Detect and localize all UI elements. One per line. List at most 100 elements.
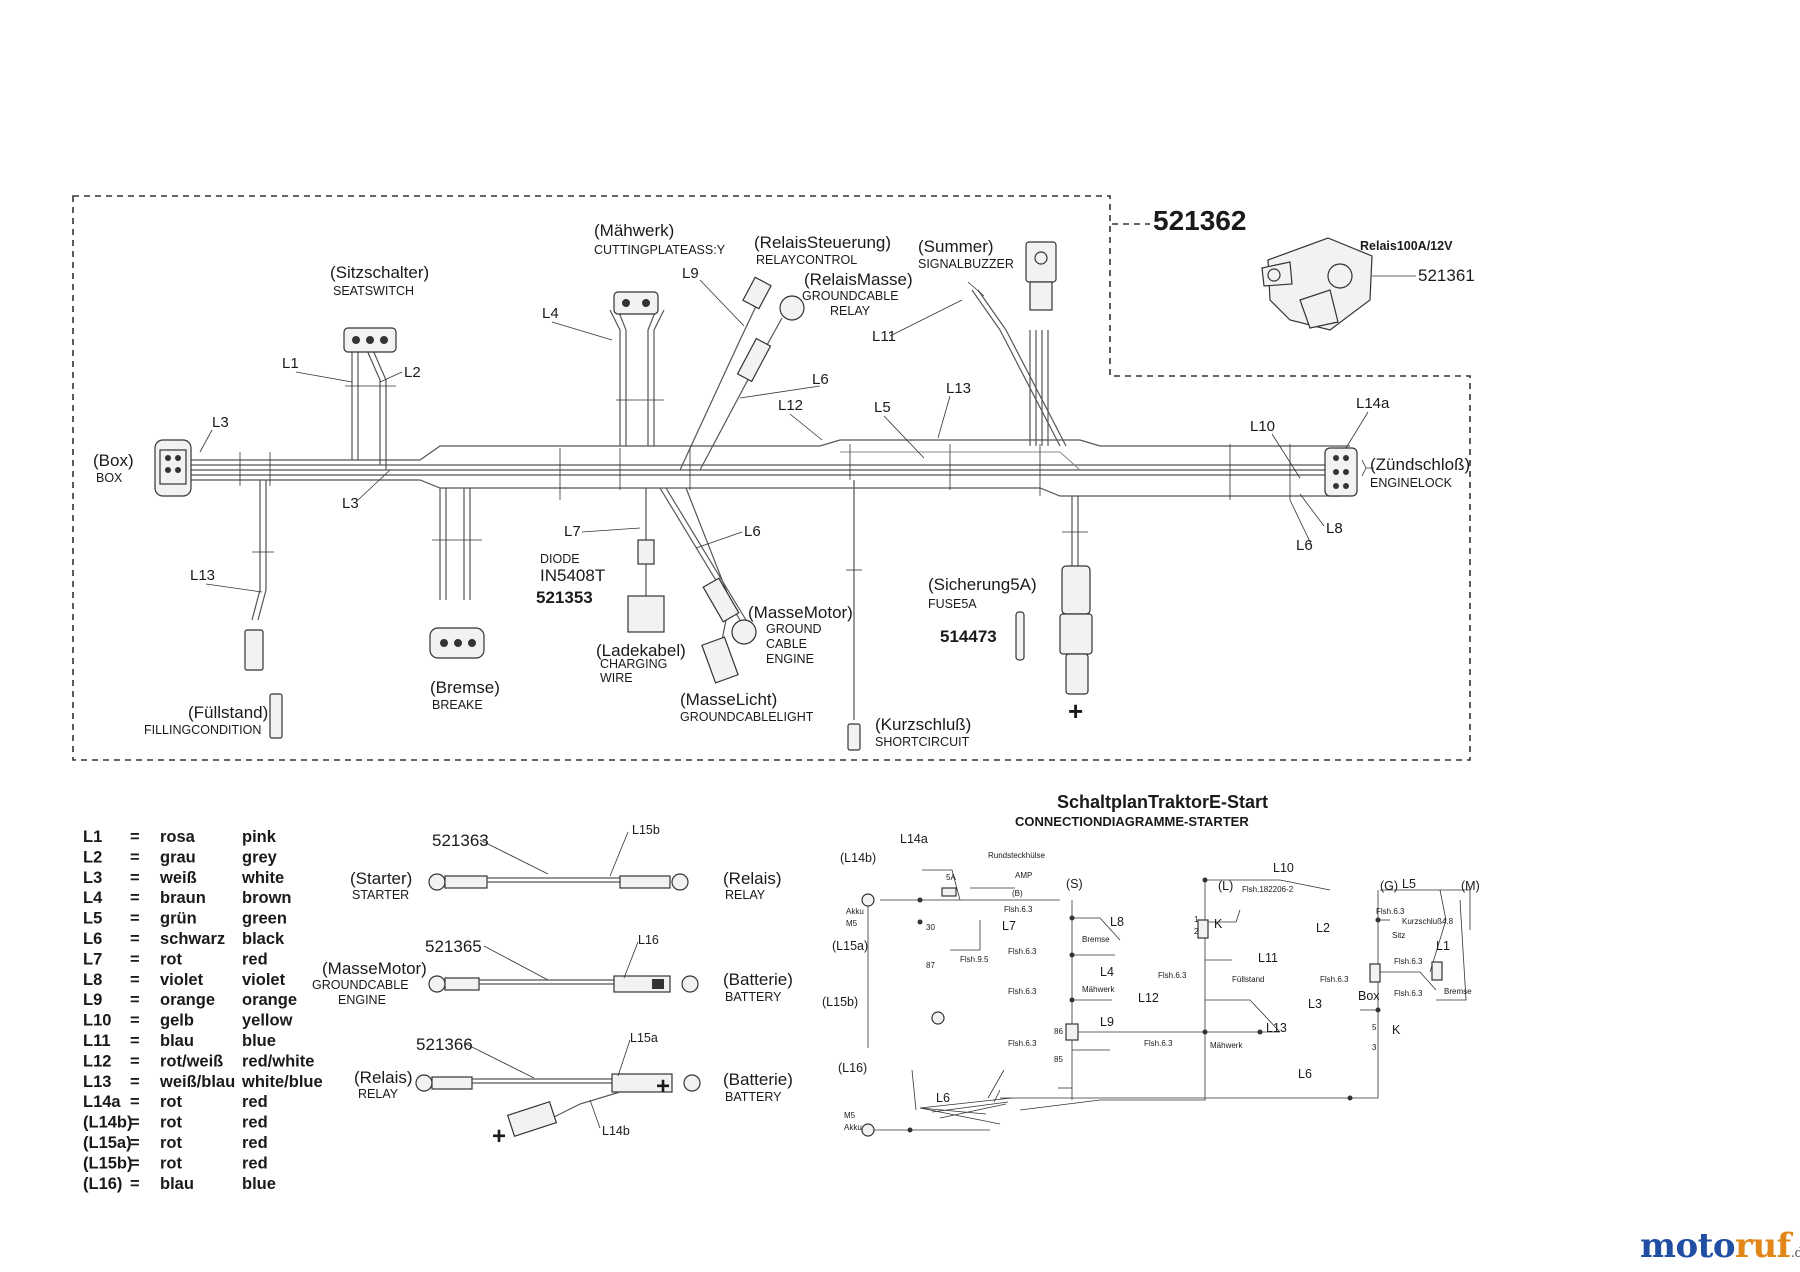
seatswitch-branch: [343, 327, 397, 470]
cable-521365: [428, 941, 699, 993]
ignition-label-de: (Zündschloß): [1370, 455, 1470, 474]
relay-spec: Relais100A/12V: [1360, 239, 1453, 253]
cable1-right-en: RELAY: [725, 888, 766, 902]
harness-ticks: [239, 444, 1291, 500]
legend-de: weiß: [159, 869, 197, 887]
brake-label-de: (Bremse): [430, 678, 500, 697]
legend-eq: =: [130, 1093, 140, 1111]
tag-L8: L8: [1326, 520, 1343, 537]
legend-en: red/white: [242, 1052, 314, 1070]
legend-de: rot: [160, 1134, 183, 1152]
sch-maehwerk2: Mähwerk: [1210, 1041, 1243, 1050]
legend-eq: =: [130, 1012, 140, 1030]
brand-tld: .de: [1790, 1246, 1800, 1261]
sch-fl7: Flsh.6.3: [1376, 907, 1405, 916]
legend-en: grey: [242, 848, 278, 866]
sch-rund: Rundsteckhülse: [988, 851, 1045, 860]
cable2-left-en1: GROUNDCABLE: [312, 978, 409, 992]
legend-eq: =: [130, 1175, 140, 1193]
sch-fl182: Flsh.182206-2: [1242, 885, 1294, 894]
shortcircuit-branch: [846, 480, 862, 751]
mower-branch: [609, 291, 665, 446]
sch-kurz: Kurzschluß4.8: [1402, 917, 1454, 926]
cable2-right-en: BATTERY: [725, 990, 782, 1004]
sch-L1: L1: [1436, 939, 1450, 953]
legend-en: brown: [242, 889, 292, 907]
legend-code: L14a: [83, 1093, 121, 1111]
cable3-right-de: (Batterie): [723, 1070, 793, 1089]
legend-eq: =: [130, 828, 140, 846]
diode-label: DIODE: [540, 552, 580, 566]
legend-code: (L16): [83, 1175, 122, 1193]
relay-part-number: 521361: [1418, 266, 1475, 285]
sch-L13: L13: [1266, 1021, 1287, 1035]
seatswitch-label-en: SEATSWITCH: [333, 284, 414, 298]
sch-box: Box: [1358, 989, 1380, 1003]
sch-l15a: (L15a): [832, 939, 868, 953]
tag-L9: L9: [682, 265, 699, 282]
chargecable-label-de: (Ladekabel): [596, 641, 686, 660]
chargecable-label-en2: WIRE: [600, 671, 633, 685]
cable1-wire: L15b: [632, 823, 660, 837]
tag-L5: L5: [874, 399, 891, 416]
tag-L11: L11: [872, 328, 896, 345]
mower-label-en: CUTTINGPLATEASS:Y: [594, 243, 726, 257]
sch-L10: L10: [1273, 861, 1294, 875]
sch-n30: 30: [926, 923, 935, 932]
schematic-title: SchaltplanTraktorE-Start: [1057, 792, 1268, 812]
diode-branch: [627, 487, 739, 684]
sch-fl3: Flsh.6.3: [1008, 987, 1037, 996]
relaycontrol-label-de: (RelaisSteuerung): [754, 233, 891, 252]
sch-fl6: Flsh.6.3: [1144, 1039, 1173, 1048]
sch-g: (G): [1380, 879, 1398, 893]
chargecable-label-en1: CHARGING: [600, 657, 667, 671]
legend-en: red: [242, 1093, 268, 1111]
legend-en: violet: [242, 971, 286, 989]
cable1-left-en: STARTER: [352, 888, 409, 902]
sch-n87: 87: [926, 961, 935, 970]
legend-en: blue: [242, 1032, 276, 1050]
sch-bremse1: Bremse: [1082, 935, 1110, 944]
ignition-label-en: ENGINELOCK: [1370, 476, 1453, 490]
legend-de: rot: [160, 1154, 183, 1172]
sch-fl5: Flsh.6.3: [1158, 971, 1187, 980]
legend-en: red: [242, 1134, 268, 1152]
legend-eq: =: [130, 1052, 140, 1070]
legend-en: orange: [242, 991, 297, 1009]
legend-de: violet: [160, 971, 204, 989]
legend-de: blau: [160, 1175, 194, 1193]
legend-de: rot/weiß: [160, 1052, 223, 1070]
sch-fl1: Flsh.6.3: [1004, 905, 1033, 914]
legend-de: rot: [160, 950, 183, 968]
tag-L7: L7: [564, 523, 581, 540]
brand-part2: ruf: [1735, 1226, 1791, 1266]
tag-L1: L1: [282, 355, 299, 372]
legend-eq: =: [130, 1114, 140, 1132]
sch-l16: (L16): [838, 1061, 867, 1075]
legend-code: L6: [83, 930, 102, 948]
legend-eq: =: [130, 971, 140, 989]
tag-L14a: L14a: [1356, 395, 1390, 412]
filling-label-en: FILLINGCONDITION: [144, 723, 261, 737]
legend-en: white/blue: [241, 1073, 323, 1091]
legend-de: orange: [160, 991, 215, 1009]
sch-b: (B): [1012, 889, 1023, 898]
legend-de: rot: [160, 1114, 183, 1132]
legend-eq: =: [130, 1032, 140, 1050]
cable1-right-de: (Relais): [723, 869, 782, 888]
shortcircuit-label-en: SHORTCIRCUIT: [875, 735, 970, 749]
legend-code: L4: [83, 889, 103, 907]
legend-eq: =: [130, 869, 140, 887]
tag-L2: L2: [404, 364, 421, 381]
legend-eq: =: [130, 910, 140, 928]
brake-label-en: BREAKE: [432, 698, 483, 712]
legend-code: L1: [83, 828, 102, 846]
cable2-right-de: (Batterie): [723, 970, 793, 989]
sch-L4: L4: [1100, 965, 1114, 979]
brake-branch: [429, 488, 485, 659]
sch-m: (M): [1461, 879, 1480, 893]
cable3-left-en: RELAY: [358, 1087, 399, 1101]
cable-521366: [415, 1039, 701, 1138]
schematic-lines: [867, 869, 1471, 1131]
